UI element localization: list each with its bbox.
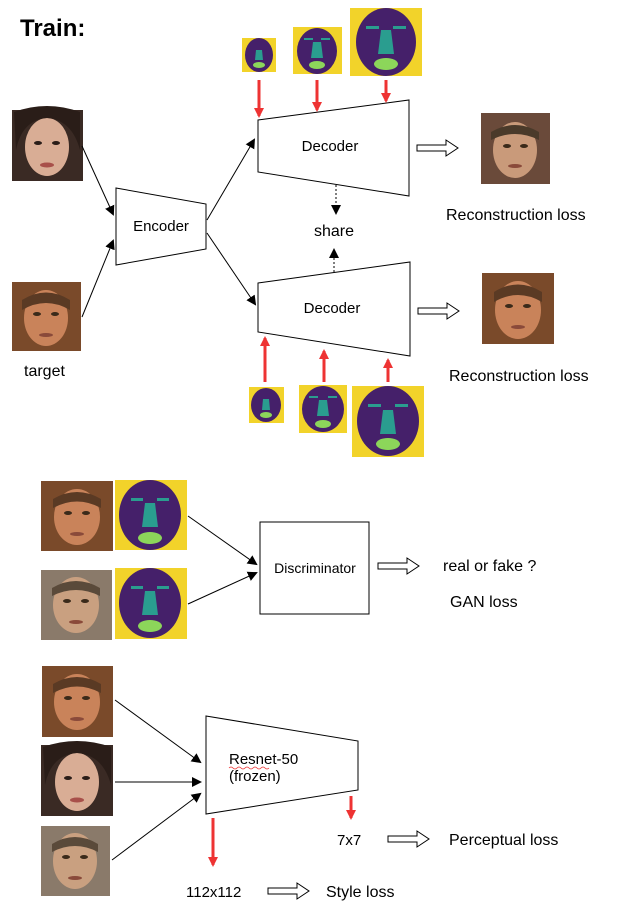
mask-top-medium: [293, 27, 342, 74]
resnet-block: [205, 715, 359, 815]
reconstructed-target-image: [482, 273, 554, 344]
arrow-real-to-discriminator: [187, 515, 258, 566]
perceptual-loss-label: Perceptual loss: [449, 832, 558, 849]
reconstructed-source-image: [481, 113, 550, 184]
arrow-target-to-encoder: [81, 239, 115, 318]
hollow-arrow-decoder-top-output: [416, 139, 459, 157]
fake-face-image: [41, 570, 112, 640]
decoder-top-block: [257, 99, 410, 197]
decoder-bottom-block: [257, 261, 411, 357]
arrow-fake-to-discriminator: [187, 571, 258, 605]
hollow-arrow-style: [267, 882, 310, 900]
encoder-label: Encoder: [133, 218, 189, 235]
resnet-input-generated-face: [41, 826, 110, 896]
reconstruction-loss-top-label: Reconstruction loss: [446, 207, 586, 224]
resnet-input-source-face: [41, 741, 113, 816]
real-face-image: [41, 481, 113, 551]
arrow-encoder-to-decoder-bottom: [206, 232, 257, 306]
target-face-image: [12, 282, 81, 351]
source-face-image: [12, 106, 83, 181]
mask-top-large: [350, 8, 422, 76]
arrow-input3-to-resnet: [111, 792, 202, 861]
arrow-source-to-encoder: [81, 145, 115, 216]
decoder-top-label: Decoder: [302, 138, 359, 155]
mask-bottom-medium: [299, 385, 347, 433]
hollow-arrow-decoder-bottom-output: [417, 302, 460, 320]
mask-bottom-large: [352, 386, 424, 457]
resnet-input-target-face: [42, 666, 113, 737]
target-label: target: [24, 363, 65, 380]
page-title: Train:: [20, 15, 85, 42]
discriminator-label: Discriminator: [274, 560, 356, 576]
reconstruction-loss-bottom-label: Reconstruction loss: [449, 368, 589, 385]
discriminator-block: [259, 521, 370, 615]
decoder-bottom-label: Decoder: [304, 300, 361, 317]
style-loss-label: Style loss: [326, 884, 394, 901]
resnet-label-line1: Resnet-50: [229, 751, 298, 768]
gan-loss-label: GAN loss: [450, 594, 518, 611]
mask-top-small: [242, 38, 276, 72]
resnet-label-line2: (frozen): [229, 768, 281, 785]
real-mask-image: [115, 480, 187, 550]
size-7x7-label: 7x7: [337, 832, 361, 849]
encoder-block: [115, 187, 207, 266]
share-label: share: [314, 223, 354, 240]
size-112-label: 112x112: [186, 884, 241, 901]
fake-mask-image: [115, 568, 187, 639]
spellcheck-underline: [228, 766, 270, 770]
real-or-fake-label: real or fake ?: [443, 558, 536, 575]
arrow-input1-to-resnet: [114, 699, 202, 764]
hollow-arrow-perceptual: [387, 830, 430, 848]
hollow-arrow-discriminator-output: [377, 557, 420, 575]
arrow-encoder-to-decoder-top: [206, 138, 256, 221]
mask-bottom-small: [249, 387, 284, 423]
